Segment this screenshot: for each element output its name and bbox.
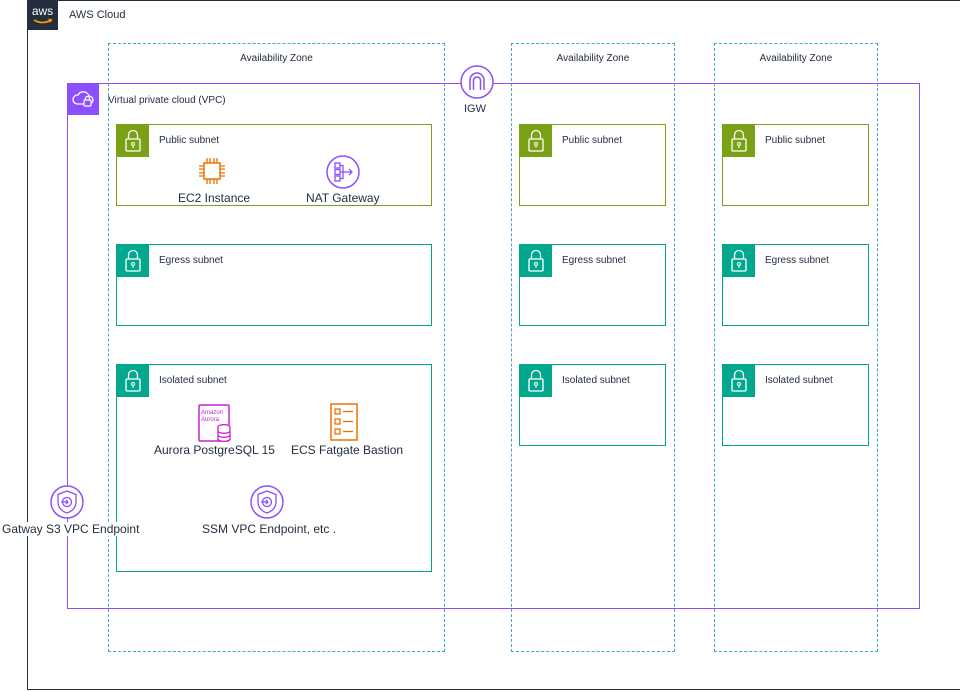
nat-gateway-label: NAT Gateway	[306, 191, 380, 205]
subnet-label: Public subnet	[765, 135, 826, 146]
availability-zone-2: Availability Zone	[511, 43, 675, 652]
subnet-label: Isolated subnet	[765, 375, 833, 386]
subnet-label: Public subnet	[562, 135, 623, 146]
lock-icon	[520, 245, 552, 277]
vpc-icon	[67, 83, 99, 115]
public-subnet-az1: Public subnet	[116, 124, 432, 206]
public-subnet-az2: Public subnet	[519, 124, 666, 206]
aws-logo-text: aws	[32, 4, 53, 18]
subnet-label: Egress subnet	[765, 255, 829, 266]
lock-icon	[723, 365, 755, 397]
aws-cloud-group	[27, 0, 960, 690]
lock-icon	[520, 125, 552, 157]
aws-logo-icon: aws	[27, 0, 58, 30]
az-2-label: Availability Zone	[556, 53, 630, 64]
subnet-label: Egress subnet	[159, 255, 223, 266]
isolated-subnet-az3: Isolated subnet	[722, 364, 869, 446]
lock-icon	[520, 365, 552, 397]
ecs-task-icon	[329, 403, 359, 441]
ecs-label: ECS Fatgate Bastion	[291, 443, 404, 457]
aurora-icon-text-1: Amazon	[201, 410, 223, 416]
availability-zone-3: Availability Zone	[714, 43, 878, 652]
lock-icon	[723, 245, 755, 277]
subnet-label: Egress subnet	[562, 255, 626, 266]
vpc-endpoint-icon	[50, 485, 84, 519]
igw-label: IGW	[464, 103, 486, 115]
vpc-endpoint-icon	[250, 485, 284, 519]
subnet-label: Isolated subnet	[159, 375, 227, 386]
public-subnet-az3: Public subnet	[722, 124, 869, 206]
lock-icon	[723, 125, 755, 157]
subnet-label: Public subnet	[159, 135, 220, 146]
az-3-label: Availability Zone	[759, 53, 833, 64]
aurora-label: Aurora PostgreSQL 15	[154, 443, 275, 457]
aws-cloud-label: AWS Cloud	[69, 9, 126, 21]
lock-icon	[117, 365, 149, 397]
egress-subnet-az3: Egress subnet	[722, 244, 869, 326]
availability-zone-1: Availability Zone	[108, 43, 445, 652]
subnet-label: Isolated subnet	[562, 375, 630, 386]
vpc-label: Virtual private cloud (VPC)	[108, 95, 226, 106]
ssm-endpoint-label: SSM VPC Endpoint, etc .	[202, 522, 337, 536]
s3-endpoint-label: Gatway S3 VPC Endpoint	[2, 522, 140, 536]
isolated-subnet-az1: Isolated subnet	[116, 364, 432, 572]
egress-subnet-az2: Egress subnet	[519, 244, 666, 326]
ec2-label: EC2 Instance	[178, 191, 251, 205]
lock-icon	[117, 125, 149, 157]
lock-icon	[117, 245, 149, 277]
egress-subnet-az1: Egress subnet	[116, 244, 432, 326]
ec2-chip-icon	[196, 155, 228, 187]
nat-gateway-icon	[326, 155, 360, 189]
isolated-subnet-az2: Isolated subnet	[519, 364, 666, 446]
az-1-label: Availability Zone	[240, 53, 313, 64]
aurora-icon-text-2: Aurora	[201, 417, 220, 423]
internet-gateway-icon	[460, 65, 494, 99]
aurora-icon: Amazon Aurora	[196, 404, 234, 444]
